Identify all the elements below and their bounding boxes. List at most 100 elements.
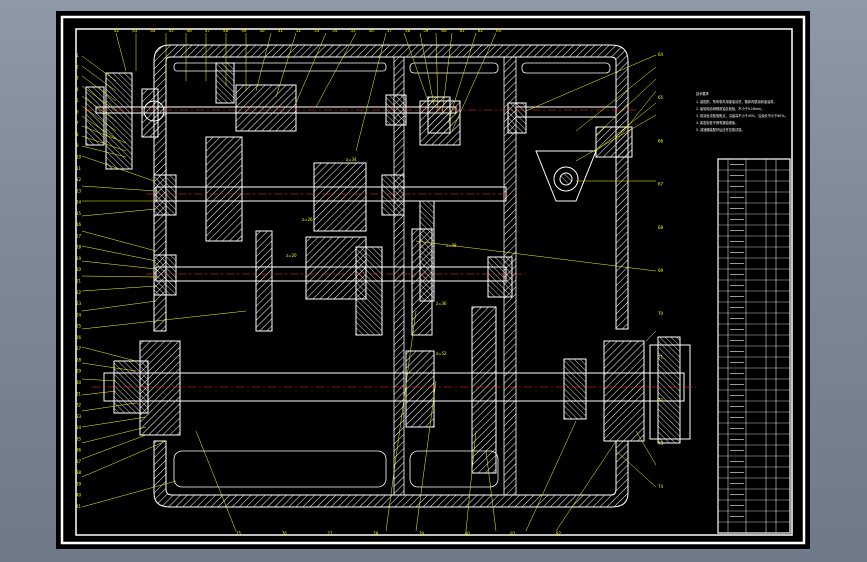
svg-text:z=36: z=36 xyxy=(436,301,447,306)
callout-left-19: 19 xyxy=(76,256,82,261)
callout-left-40: 40 xyxy=(76,493,82,498)
callout-left-12: 12 xyxy=(76,177,82,182)
callout-top-47: 47 xyxy=(205,28,211,33)
callout-top-44: 44 xyxy=(150,28,156,33)
svg-text:z=20: z=20 xyxy=(286,253,297,258)
leader-lines xyxy=(81,32,657,532)
technical-notes: 技术要求 1. 装配前，所有零件用煤油清洗，箱体内壁涂耐油油漆。 2. 齿轮啮合… xyxy=(696,91,788,132)
svg-text:z=26: z=26 xyxy=(302,217,313,222)
callout-right-70: 70 xyxy=(658,311,664,316)
callout-left-15: 15 xyxy=(76,211,82,216)
parts-list-table xyxy=(717,158,791,534)
callout-left-38: 38 xyxy=(76,470,82,475)
callout-bottom-75: 75 xyxy=(236,531,242,536)
callout-left-27: 27 xyxy=(76,346,82,351)
callout-top-56: 56 xyxy=(369,28,375,33)
centerlines xyxy=(84,109,696,388)
callout-right-71: 71 xyxy=(658,354,664,359)
input-shaft xyxy=(85,62,461,170)
callout-left-2: 2 xyxy=(76,64,79,69)
callout-right-64: 64 xyxy=(658,52,664,57)
callout-left-14: 14 xyxy=(76,200,82,205)
callout-left-28: 28 xyxy=(76,357,82,362)
svg-text:z=52: z=52 xyxy=(436,351,447,356)
callout-left-36: 36 xyxy=(76,448,82,453)
callout-left-5: 5 xyxy=(76,98,79,103)
callout-right-68: 68 xyxy=(658,225,664,230)
callout-right-67: 67 xyxy=(658,182,664,187)
callout-left-32: 32 xyxy=(76,403,82,408)
note-line-4: 4. 各密封处不得有漏油现象。 xyxy=(696,120,738,125)
callout-left-23: 23 xyxy=(76,301,82,306)
callout-left-34: 34 xyxy=(76,425,82,430)
intermediate-shaft-2 xyxy=(153,228,513,336)
callout-left-22: 22 xyxy=(76,290,82,295)
callout-left-3: 3 xyxy=(76,76,79,81)
callout-top-63: 63 xyxy=(496,28,502,33)
callout-right-69: 69 xyxy=(658,268,664,273)
callout-top-51: 51 xyxy=(278,28,284,33)
callout-top-48: 48 xyxy=(223,28,229,33)
callout-top-42: 42 xyxy=(114,28,120,33)
callout-left-30: 30 xyxy=(76,380,82,385)
gearbox-housing xyxy=(153,44,629,508)
callout-right-72: 72 xyxy=(658,398,664,403)
callout-left-33: 33 xyxy=(76,414,82,419)
callout-top-58: 58 xyxy=(405,28,411,33)
callout-left-4: 4 xyxy=(76,87,79,92)
note-line-2: 2. 齿轮啮合侧隙用铅丝检验，不小于0.16mm。 xyxy=(696,106,764,111)
callout-bottom-79: 79 xyxy=(419,531,425,536)
callout-left-29: 29 xyxy=(76,369,82,374)
callout-left-41: 41 xyxy=(76,504,82,509)
callout-numbers: 1234567891011121314151617181920212223242… xyxy=(76,28,664,536)
inner-frame xyxy=(75,28,793,536)
callout-left-35: 35 xyxy=(76,436,82,441)
callout-top-49: 49 xyxy=(241,28,247,33)
callout-left-20: 20 xyxy=(76,267,82,272)
callout-top-45: 45 xyxy=(169,28,175,33)
callout-top-46: 46 xyxy=(187,28,193,33)
callout-top-62: 62 xyxy=(478,28,484,33)
callout-left-11: 11 xyxy=(76,166,82,171)
callout-left-18: 18 xyxy=(76,245,82,250)
callout-top-59: 59 xyxy=(423,28,429,33)
callout-bottom-76: 76 xyxy=(282,531,288,536)
callout-left-39: 39 xyxy=(76,481,82,486)
callout-bottom-81: 81 xyxy=(510,531,516,536)
callout-right-66: 66 xyxy=(658,138,664,143)
callout-left-24: 24 xyxy=(76,312,82,317)
callout-top-57: 57 xyxy=(387,28,393,33)
svg-text:z=34: z=34 xyxy=(346,157,357,162)
callout-top-43: 43 xyxy=(132,28,138,33)
note-line-3: 3. 用涂色法检验斑点，沿齿高不小于45%，沿齿长不小于60%。 xyxy=(696,113,788,118)
cad-drawing-sheet: z=34 z=26 z=20 z=38 z=36 z=52 1234567891… xyxy=(60,15,806,545)
callout-left-7: 7 xyxy=(76,121,79,126)
callout-left-31: 31 xyxy=(76,391,82,396)
callout-bottom-82: 82 xyxy=(556,531,562,536)
callout-top-60: 60 xyxy=(441,28,447,33)
callout-left-37: 37 xyxy=(76,459,82,464)
callout-left-21: 21 xyxy=(76,279,82,284)
callout-bottom-77: 77 xyxy=(327,531,333,536)
callout-left-9: 9 xyxy=(76,143,79,148)
callout-left-16: 16 xyxy=(76,222,82,227)
output-shaft xyxy=(103,306,691,474)
callout-bottom-80: 80 xyxy=(465,531,471,536)
callout-top-53: 53 xyxy=(314,28,320,33)
callout-left-10: 10 xyxy=(76,154,82,159)
callout-left-6: 6 xyxy=(76,109,79,114)
outer-frame xyxy=(60,15,806,545)
callout-left-13: 13 xyxy=(76,188,82,193)
svg-text:z=38: z=38 xyxy=(446,243,457,248)
callout-top-55: 55 xyxy=(350,28,356,33)
callout-left-17: 17 xyxy=(76,233,82,238)
callout-top-61: 61 xyxy=(460,28,466,33)
callout-top-54: 54 xyxy=(332,28,338,33)
callout-left-1: 1 xyxy=(76,53,79,58)
callout-right-73: 73 xyxy=(658,441,664,446)
callout-top-50: 50 xyxy=(260,28,266,33)
callout-left-25: 25 xyxy=(76,324,82,329)
gear-tags: z=34 z=26 z=20 z=38 z=36 z=52 xyxy=(286,157,457,356)
note-line-1: 1. 装配前，所有零件用煤油清洗，箱体内壁涂耐油油漆。 xyxy=(696,99,777,104)
